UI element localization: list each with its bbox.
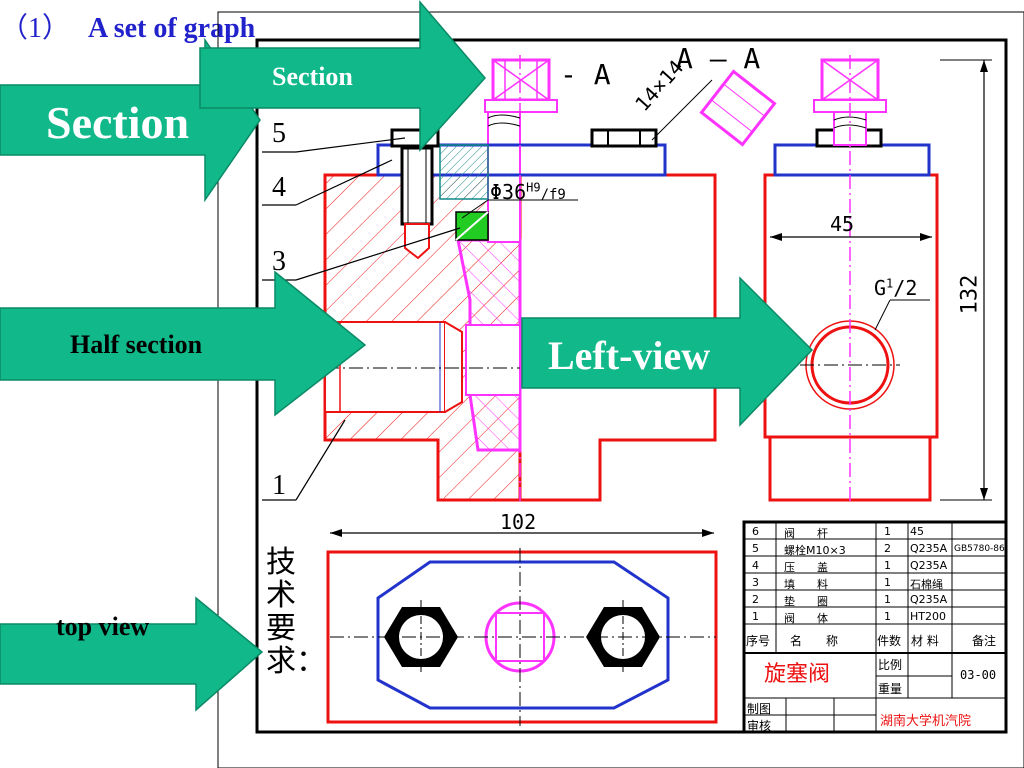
- callout-section-small: Section: [272, 62, 353, 91]
- tb-row-2-mat: Q235A: [910, 593, 948, 606]
- tech-requirements: 技术要求：: [266, 545, 326, 679]
- front-view: [323, 55, 717, 505]
- tb-row-2-no: 2: [752, 593, 759, 606]
- tb-row-1-mat: HT200: [910, 610, 946, 623]
- left-view-drawing: [763, 55, 939, 505]
- tb-checked-label: 审核: [747, 719, 772, 733]
- arrow-half-section: [0, 270, 367, 417]
- left-gland: [773, 143, 931, 177]
- tb-header-qty: 件数: [877, 634, 902, 648]
- tb-row-5-qty: 2: [884, 542, 891, 555]
- tb-row-6-qty: 1: [884, 525, 891, 538]
- gland-plate: [376, 143, 667, 177]
- callout-section-big: Section: [46, 97, 190, 148]
- tb-scale-label: 比例: [878, 658, 903, 672]
- dim-132-label: 132: [957, 274, 983, 315]
- part-label-1: 1: [272, 470, 286, 501]
- tb-row-3-no: 3: [752, 576, 759, 589]
- tb-row-3-mat: 石棉绳: [910, 578, 943, 591]
- tb-row-1-no: 1: [752, 610, 759, 623]
- tb-row-5-no: 5: [752, 542, 759, 555]
- top-view-drawing: [326, 548, 718, 726]
- tb-row-5-note: GB5780-86: [954, 544, 1005, 554]
- gland-hatch: [439, 144, 489, 200]
- callout-left-view: Left-view: [548, 333, 711, 378]
- callout-top-view: top view: [56, 612, 150, 641]
- thread-tail: /2: [893, 276, 918, 300]
- tb-header-name: 名 称: [790, 634, 839, 648]
- valve-stem: [487, 101, 521, 243]
- arrow-section-small: [199, 0, 486, 152]
- fit-dim-sup: H9: [526, 180, 541, 195]
- tb-row-1-name: 阀 体: [784, 612, 828, 625]
- tb-header-note: 备注: [972, 634, 997, 648]
- arrow-left-view: [521, 276, 814, 427]
- part-label-4: 4: [272, 172, 286, 203]
- part-label-5: 5: [272, 118, 286, 149]
- arrow-top-view: [0, 596, 264, 712]
- tb-row-4-no: 4: [752, 559, 759, 572]
- tb-row-4-qty: 1: [884, 559, 891, 572]
- tb-row-4-mat: Q235A: [910, 559, 948, 572]
- part-label-3: 3: [272, 246, 286, 277]
- tb-row-5-name: 螺栓M10×3: [784, 544, 846, 557]
- section-mark-label: - A: [560, 58, 611, 91]
- tb-weight-label: 重量: [878, 682, 903, 696]
- section-title-label: A — A: [676, 42, 761, 75]
- dim-45-label: 45: [830, 212, 855, 236]
- body-right: [520, 173, 717, 502]
- heading-number: （1）: [0, 13, 71, 44]
- thread-sup: 1: [886, 276, 894, 291]
- tb-row-3-qty: 1: [884, 576, 891, 589]
- thread-label: G1/2: [874, 276, 917, 300]
- title-block-grid: [742, 520, 1008, 734]
- page-heading: （1） A set of graph: [0, 6, 255, 46]
- tb-drawing-no: 03-00: [960, 668, 997, 682]
- bolt-shank-left: [400, 146, 434, 226]
- section-square-detail: [699, 69, 777, 147]
- dim-102-label: 102: [500, 510, 537, 534]
- tb-header-mat: 材 料: [911, 634, 939, 648]
- tb-row-5-mat: Q235A: [910, 542, 948, 555]
- tb-row-1-qty: 1: [884, 610, 891, 623]
- heading-text: A set of graph: [88, 13, 256, 44]
- tb-header-no: 序号: [746, 634, 771, 648]
- sheet-inner-border: [255, 38, 1008, 734]
- tb-row-4-name: 压 盖: [784, 561, 828, 574]
- fit-dim-main: Φ36: [490, 180, 527, 204]
- tb-row-6-name: 阀 杆: [784, 527, 828, 540]
- fit-dim-tail: /f9: [540, 187, 566, 203]
- thread-main: G: [874, 276, 887, 300]
- nut-right: [590, 128, 658, 148]
- tb-row-2-qty: 1: [884, 593, 891, 606]
- tb-row-6-mat: 45: [910, 525, 924, 538]
- sheet-outer-border: [217, 11, 1024, 768]
- tb-title: 旋塞阀: [764, 662, 831, 687]
- fit-dim-label: Φ36H9/f9: [490, 180, 566, 204]
- callout-half-section: Half section: [70, 330, 203, 359]
- top-gland: [376, 560, 670, 710]
- part-leaders: [262, 137, 461, 501]
- tb-drawn-label: 制图: [747, 702, 772, 716]
- tb-institution: 湖南大学机汽院: [880, 714, 972, 729]
- tb-row-6-no: 6: [752, 525, 759, 538]
- tb-row-2-name: 垫 圈: [784, 595, 828, 608]
- tb-row-3-name: 填 料: [784, 578, 828, 591]
